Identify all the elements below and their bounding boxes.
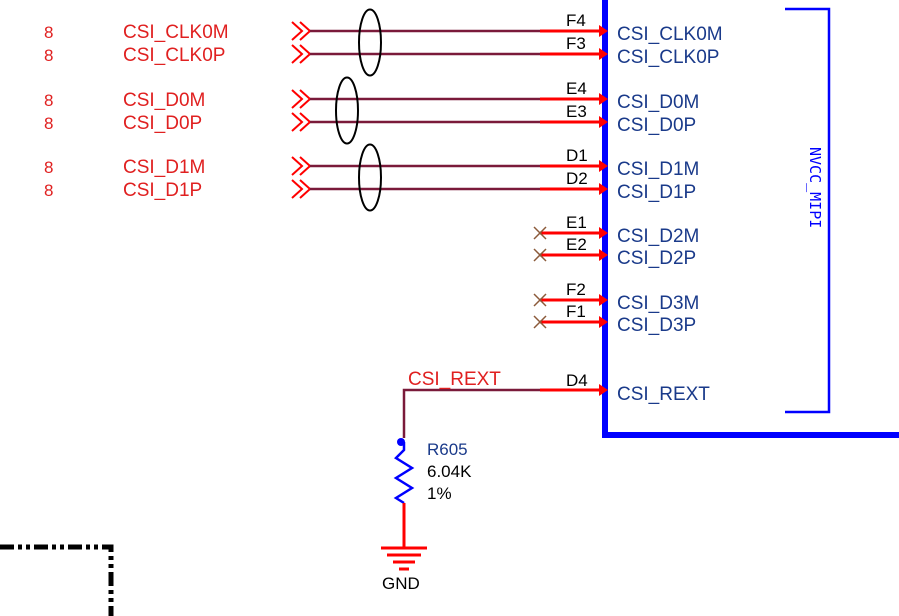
pin-arrow <box>599 25 608 37</box>
off-page-connector-icon <box>291 89 304 109</box>
pin-number: E4 <box>566 79 587 98</box>
pin-number: F4 <box>566 11 586 30</box>
net-sheet-ref: 8 <box>44 91 53 110</box>
resistor-value: 6.04K <box>427 462 472 481</box>
rext-pin-number: D4 <box>566 371 588 390</box>
resistor-zigzag <box>393 442 415 505</box>
power-domain-label: NVCC_MIPI <box>806 147 824 228</box>
diff-pair-marker <box>335 76 359 145</box>
pin-arrow <box>599 316 608 328</box>
pin-name: CSI_CLK0P <box>617 47 719 68</box>
net-sheet-ref: 8 <box>44 23 53 42</box>
pin-name: CSI_D1M <box>617 159 699 180</box>
pin-number: D1 <box>566 146 588 165</box>
board-outline-dashed <box>0 544 114 616</box>
pin-arrow <box>599 48 608 60</box>
net-label: CSI_D1P <box>123 180 202 201</box>
off-page-connector-icon <box>291 44 304 64</box>
net-sheet-ref: 8 <box>44 181 53 200</box>
off-page-connector-icon <box>291 112 304 132</box>
ground-symbol: GND <box>381 546 427 593</box>
off-page-connector-icon <box>291 21 304 41</box>
pin-number: E1 <box>566 213 587 232</box>
net-sheet-ref: 8 <box>44 114 53 133</box>
pin-name: CSI_D0P <box>617 115 696 136</box>
no-connect-icon <box>533 248 547 262</box>
ground-label: GND <box>382 574 420 593</box>
net-sheet-ref: 8 <box>44 46 53 65</box>
pin-arrow <box>599 183 608 195</box>
pin-number: F3 <box>566 34 586 53</box>
pin-arrow <box>599 227 608 239</box>
diff-pair-marker <box>358 143 382 212</box>
pin-name: CSI_D3M <box>617 293 699 314</box>
no-connect-icon <box>533 315 547 329</box>
pin-arrow <box>599 160 608 172</box>
net-sheet-ref: 8 <box>44 158 53 177</box>
no-connect-icon <box>533 226 547 240</box>
resistor-ref: R605 <box>427 440 468 459</box>
pin-number: F2 <box>566 280 586 299</box>
rext-wire <box>402 388 540 438</box>
pin-number: D2 <box>566 169 588 188</box>
pin-number: E2 <box>566 235 587 254</box>
pin-name: CSI_D2M <box>617 226 699 247</box>
net-label: CSI_CLK0M <box>123 22 229 43</box>
pin-name: CSI_D3P <box>617 315 696 336</box>
pin-name: CSI_D1P <box>617 182 696 203</box>
power-domain-bracket <box>785 7 831 414</box>
pin-name: CSI_CLK0M <box>617 24 723 45</box>
pin-arrow <box>599 116 608 128</box>
net-label: CSI_D1M <box>123 157 205 178</box>
off-page-connector-icon <box>291 179 304 199</box>
rext-pin: D4 CSI_REXT <box>540 371 710 405</box>
net-label: CSI_D0M <box>123 90 205 111</box>
rext-pin-name: CSI_REXT <box>617 384 710 405</box>
pin-name: CSI_D0M <box>617 92 699 113</box>
diff-pair-marker <box>358 8 382 77</box>
no-connect-icon <box>533 293 547 307</box>
rext-pin-arrow <box>599 384 608 396</box>
pin-arrow <box>599 294 608 306</box>
pin-arrow <box>599 249 608 261</box>
rext-net-label: CSI_REXT <box>408 369 501 390</box>
pin-number: E3 <box>566 102 587 121</box>
resistor-r605: R605 6.04K 1% <box>393 438 472 548</box>
off-page-connector-icon <box>291 156 304 176</box>
net-label: CSI_CLK0P <box>123 45 225 66</box>
resistor-tolerance: 1% <box>427 484 452 503</box>
pin-number: F1 <box>566 302 586 321</box>
net-label: CSI_D0P <box>123 113 202 134</box>
pin-name: CSI_D2P <box>617 248 696 269</box>
pin-arrow <box>599 93 608 105</box>
